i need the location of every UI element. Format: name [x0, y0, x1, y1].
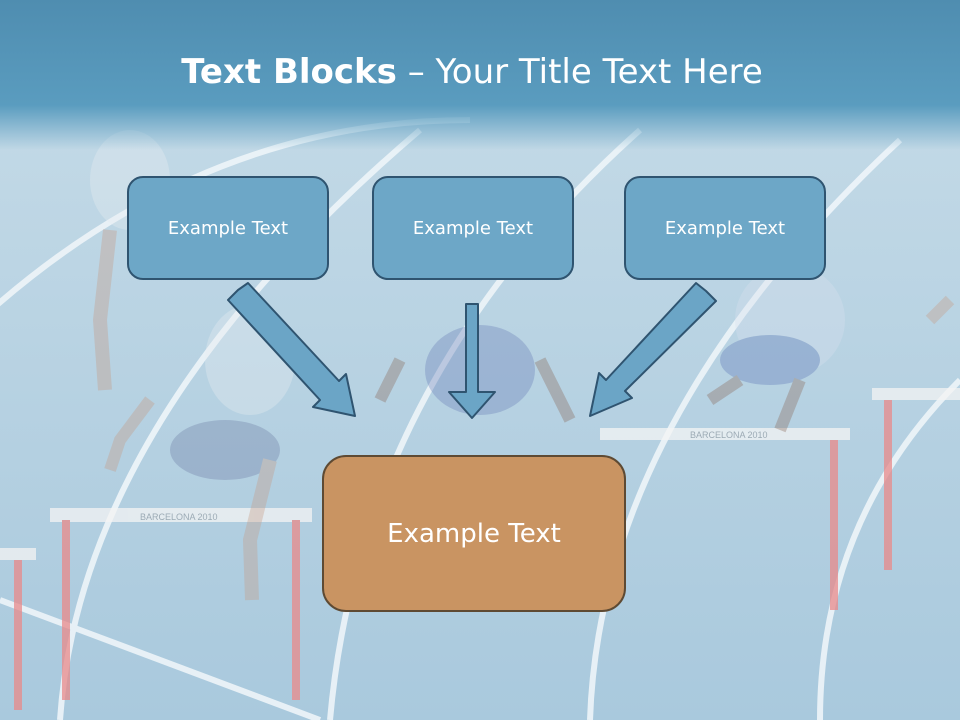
- title-bold: Text Blocks: [181, 52, 397, 92]
- center-text-block[interactable]: Example Text: [322, 455, 626, 612]
- arrow-down-icon: [448, 303, 496, 419]
- text-block-3[interactable]: Example Text: [624, 176, 826, 280]
- title-band: [0, 0, 960, 150]
- hurdle-banner-text: BARCELONA 2010: [140, 512, 218, 522]
- page-title: Text Blocks – Your Title Text Here: [0, 52, 944, 92]
- title-rest: Your Title Text Here: [435, 52, 763, 92]
- arrow-left-icon: [227, 282, 356, 417]
- title-dash: –: [407, 52, 425, 92]
- center-text-block-label: Example Text: [387, 518, 561, 549]
- text-block-1-label: Example Text: [167, 217, 289, 239]
- text-block-2[interactable]: Example Text: [372, 176, 574, 280]
- svg-text:BARCELONA 2010: BARCELONA 2010: [690, 430, 768, 440]
- arrow-right-icon: [589, 282, 717, 417]
- text-block-1[interactable]: Example Text: [127, 176, 329, 280]
- text-block-3-label: Example Text: [664, 217, 786, 239]
- text-block-2-label: Example Text: [412, 217, 534, 239]
